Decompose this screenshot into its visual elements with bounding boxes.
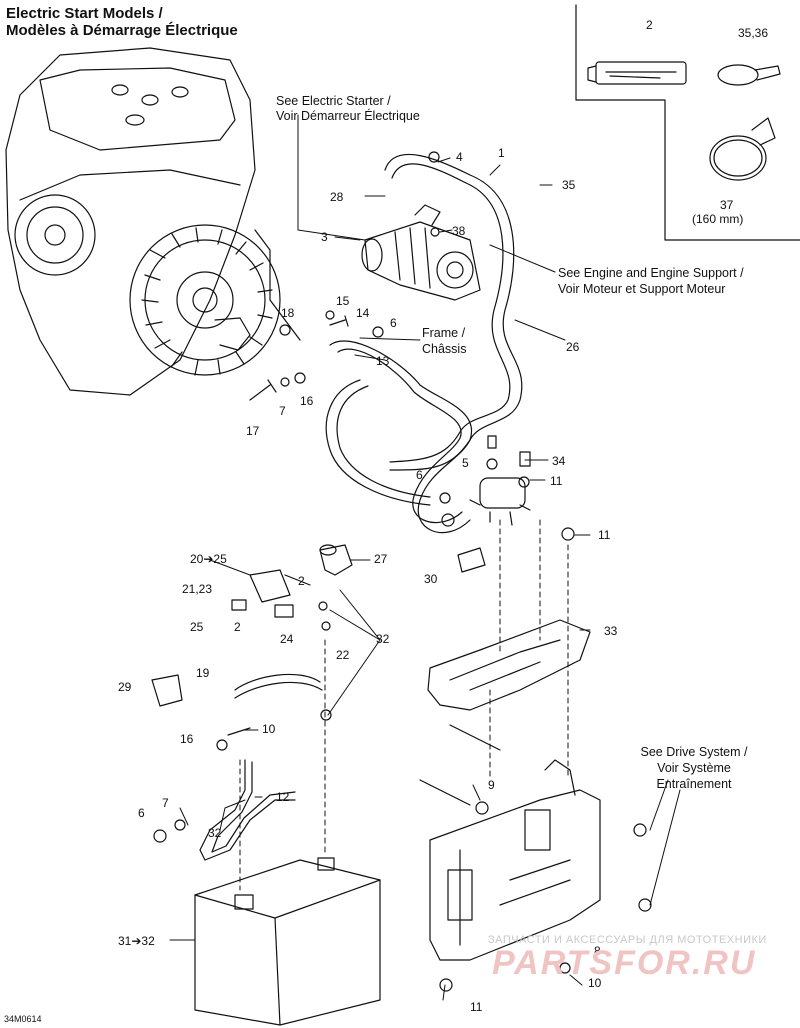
callout-16-battery: 16: [180, 732, 194, 746]
note-drive-system-line2: Voir Système: [657, 761, 731, 775]
note-electric-starter-line1: See Electric Starter /: [276, 94, 391, 108]
cable-13: [329, 340, 473, 534]
terminal-boot-icon: [151, 674, 183, 707]
callout-2: 2: [646, 18, 653, 32]
grease-tube-icon: [587, 61, 687, 85]
callout-7: 7: [279, 404, 286, 418]
fuse-holder-icon: [231, 569, 311, 618]
callout-30: 30: [424, 572, 438, 586]
callout-6: 6: [390, 316, 397, 330]
callout-35: 35: [562, 178, 576, 192]
callout-11-box: 11: [470, 1000, 483, 1014]
callout-5: 5: [462, 456, 469, 470]
callout-13: 13: [376, 354, 390, 368]
cable-18: [254, 229, 301, 341]
callout-4: 4: [456, 150, 463, 164]
note-drive-system-line1: See Drive System /: [640, 745, 748, 759]
bracket-33-icon: [427, 619, 591, 711]
hose-clamp-small-icon: [717, 64, 781, 86]
callout-16: 16: [300, 394, 314, 408]
battery-box-icon: [429, 759, 601, 961]
callout-9: 9: [488, 778, 495, 792]
callout-22: 22: [336, 648, 350, 662]
callout-33: 33: [604, 624, 618, 638]
note-engine-support-line2: Voir Moteur et Support Moteur: [558, 282, 726, 296]
cable-26-inner: [389, 163, 511, 463]
callout-28: 28: [330, 190, 344, 204]
callout-26: 26: [566, 340, 580, 354]
callout-25: 25: [190, 620, 204, 634]
callout-11-solenoid: 11: [550, 474, 563, 488]
hose-clamp-large-icon: [709, 117, 776, 181]
cable-13-inner: [337, 348, 463, 524]
inset-box-border: [575, 4, 800, 241]
callout-37: 37: [720, 198, 734, 212]
size-label-37: (160 mm): [692, 212, 744, 226]
battery-icon: [194, 857, 381, 1026]
callout-8: 8: [594, 944, 601, 958]
page-title: Electric Start Models /: [6, 5, 163, 22]
callout-2-drop-a: 2: [298, 574, 305, 588]
callout-11-bracket: 11: [598, 528, 611, 542]
callout-29: 29: [118, 680, 132, 694]
diagram-code: 34M0614: [4, 1014, 42, 1024]
engine-icon: [5, 47, 281, 396]
callout-6-solenoid: 6: [416, 468, 423, 482]
callout-38: 38: [452, 224, 466, 238]
callout-24: 24: [280, 632, 294, 646]
callout-17: 17: [246, 424, 260, 438]
cable-loop: [325, 379, 431, 506]
watermark-tagline: ЗАПЧАСТИ И АКСЕССУАРЫ ДЛЯ МОТОТЕХНИКИ: [488, 934, 767, 946]
callout-35-36: 35,36: [738, 26, 769, 40]
page-title-french: Modèles à Démarrage Électrique: [6, 22, 238, 39]
watermark-logo: PARTSFOR.RU: [492, 944, 757, 982]
callout-32-lower: 32: [208, 826, 222, 840]
callout-10-box: 10: [588, 976, 602, 990]
cable-19: [234, 673, 321, 691]
callout-2-drop-b: 2: [234, 620, 241, 634]
solenoid-icon: [469, 477, 531, 526]
callout-10-battery: 10: [262, 722, 276, 736]
cable-12-inner: [211, 761, 296, 853]
callout-15: 15: [336, 294, 350, 308]
note-frame-line2: Châssis: [422, 342, 467, 356]
boot-30-icon: [457, 547, 486, 573]
callout-21-23: 21,23: [182, 582, 213, 596]
callout-19: 19: [196, 666, 210, 680]
callout-3: 3: [321, 230, 328, 244]
cable-loop-inner: [336, 385, 431, 498]
callout-1: 1: [498, 146, 505, 160]
callout-7-battery: 7: [162, 796, 169, 810]
callout-32-upper: 32: [376, 632, 390, 646]
terminal-cap-icon: [319, 544, 353, 576]
cable-19-inner: [234, 681, 323, 699]
fasteners: [153, 151, 652, 992]
callout-14: 14: [356, 306, 370, 320]
callout-6-battery: 6: [138, 806, 145, 820]
callout-34: 34: [552, 454, 566, 468]
note-frame-line1: Frame /: [422, 326, 466, 340]
callout-20-25: 20➔25: [190, 552, 227, 566]
note-drive-system-line3: Entraînement: [656, 777, 732, 791]
callout-27: 27: [374, 552, 388, 566]
starter-motor-icon: [361, 204, 481, 301]
callout-18: 18: [281, 306, 295, 320]
callout-31-32: 31➔32: [118, 934, 155, 948]
cable-26: [384, 153, 523, 471]
callout-12: 12: [276, 790, 290, 804]
note-electric-starter-line2: Voir Démarreur Électrique: [276, 109, 420, 123]
note-engine-support-line1: See Engine and Engine Support /: [558, 266, 744, 280]
